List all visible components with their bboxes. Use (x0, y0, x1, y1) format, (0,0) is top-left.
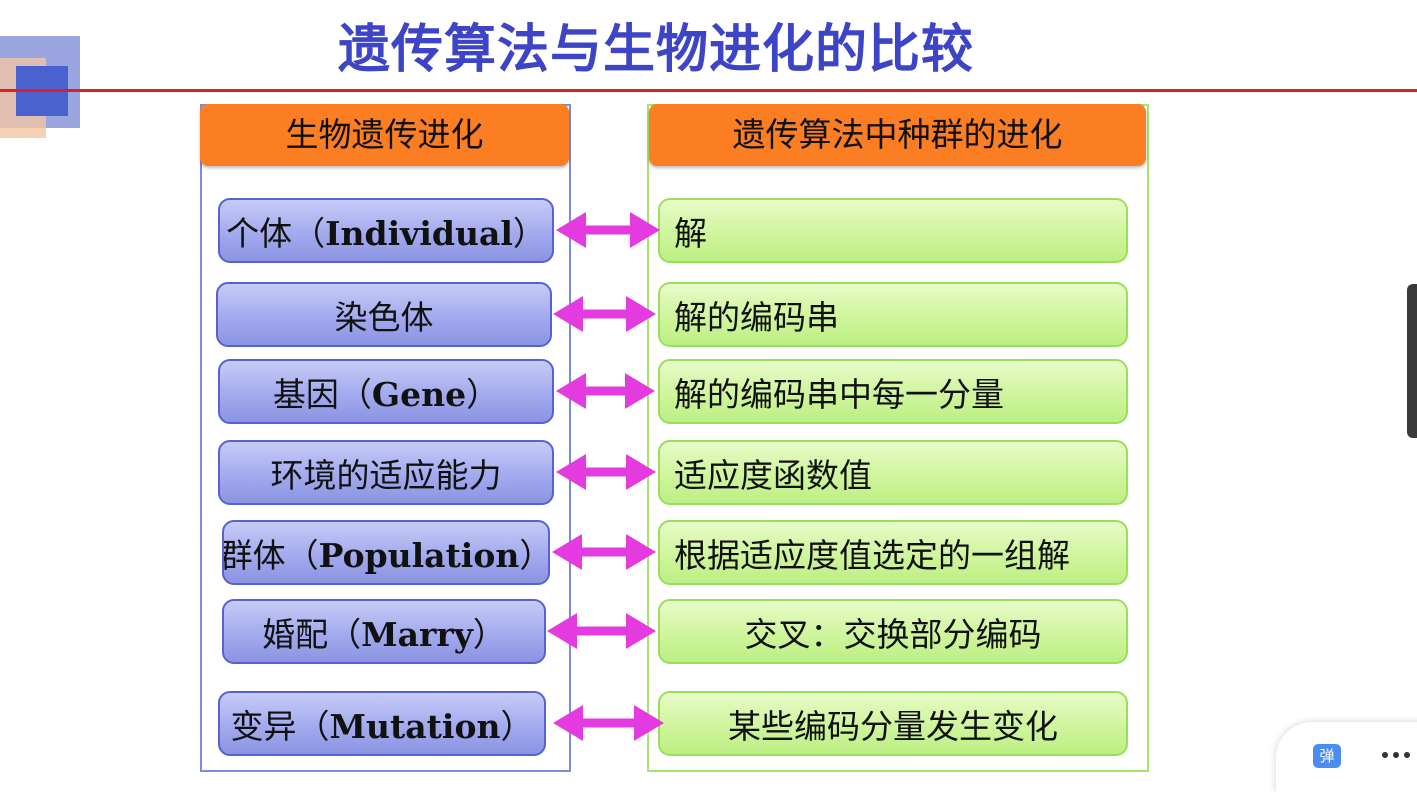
bio-term-label: 个体（Individual） (226, 207, 546, 255)
paren-close: ） (500, 706, 534, 746)
slide-title: 遗传算法与生物进化的比较 (338, 20, 975, 80)
paren-open: （ (285, 535, 319, 575)
title-divider (0, 89, 1417, 92)
bio-term-box: 环境的适应能力 (218, 440, 554, 505)
ga-analog-label: 解 (674, 213, 707, 253)
bio-term-box: 个体（Individual） (218, 198, 554, 263)
bio-term-zh: 个体 (226, 213, 293, 253)
side-scroll-handle[interactable] (1407, 284, 1417, 438)
double-arrow-icon (547, 613, 656, 649)
bio-term-en: Individual (325, 213, 513, 253)
paren-open: （ (296, 706, 330, 746)
bio-term-en: Marry (361, 614, 473, 654)
bio-term-zh: 染色体 (334, 297, 434, 337)
bio-term-box: 婚配（Marry） (222, 599, 546, 664)
ga-analog-box: 根据适应度值选定的一组解 (658, 520, 1128, 585)
ga-analog-label: 某些编码分量发生变化 (728, 706, 1058, 746)
bio-term-zh: 基因 (272, 374, 339, 414)
paren-close: ） (472, 614, 506, 654)
more-horizontal-icon[interactable] (1382, 752, 1412, 760)
paren-close: ） (519, 535, 550, 575)
double-arrow-icon (556, 454, 656, 490)
biology-header: 生物遗传进化 (200, 104, 569, 166)
double-arrow-icon (556, 212, 660, 248)
ga-analog-box: 解的编码串 (658, 282, 1128, 347)
bio-term-zh: 变异 (230, 706, 297, 746)
ga-analog-label: 解的编码串 (674, 297, 839, 337)
bio-term-box: 变异（Mutation） (218, 691, 546, 756)
double-arrow-icon (553, 705, 664, 741)
ga-analog-label: 适应度函数值 (674, 455, 872, 495)
danmu-button[interactable]: 弹 (1313, 744, 1341, 768)
bio-term-box: 染色体 (216, 282, 552, 347)
ga-analog-box: 解 (658, 198, 1128, 263)
bio-term-box: 群体（Population） (222, 520, 550, 585)
ga-analog-label: 解的编码串中每一分量 (674, 374, 1004, 414)
ga-analog-box: 适应度函数值 (658, 440, 1128, 505)
bio-term-en: Population (318, 535, 520, 575)
ga-analog-box: 某些编码分量发生变化 (658, 691, 1128, 756)
paren-open: （ (338, 374, 372, 414)
ga-header: 遗传算法中种群的进化 (649, 104, 1146, 166)
bio-term-en: Mutation (329, 706, 501, 746)
ga-analog-label: 交叉：交换部分编码 (744, 614, 1042, 654)
ga-analog-box: 交叉：交换部分编码 (658, 599, 1128, 664)
bio-term-label: 群体（Population） (222, 529, 550, 577)
bio-term-label: 基因（Gene） (273, 368, 499, 416)
bio-term-zh: 婚配 (262, 614, 329, 654)
double-arrow-icon (552, 534, 656, 570)
bio-term-zh: 环境的适应能力 (270, 455, 502, 495)
bio-term-label: 染色体 (335, 291, 434, 339)
bio-term-zh: 群体 (222, 535, 286, 575)
bio-term-en: Gene (371, 374, 467, 414)
paren-open: （ (328, 614, 362, 654)
paren-close: ） (512, 213, 546, 253)
bio-term-label: 环境的适应能力 (271, 449, 502, 497)
ga-analog-box: 解的编码串中每一分量 (658, 359, 1128, 424)
bio-term-label: 婚配（Marry） (262, 608, 506, 656)
bio-term-box: 基因（Gene） (218, 359, 554, 424)
double-arrow-icon (553, 296, 656, 332)
paren-close: ） (466, 374, 500, 414)
bio-term-label: 变异（Mutation） (231, 700, 534, 748)
double-arrow-icon (556, 373, 655, 409)
ga-analog-label: 根据适应度值选定的一组解 (674, 535, 1070, 575)
paren-open: （ (292, 213, 326, 253)
